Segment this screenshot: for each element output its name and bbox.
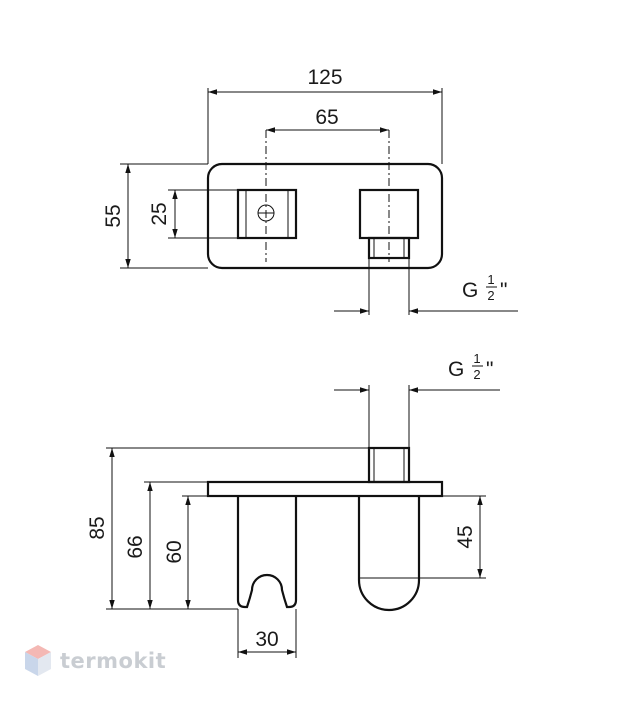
thread-label-side: G 1 2 "	[448, 351, 493, 382]
dim-outlet-depth: 45	[454, 525, 477, 548]
dim-holder-height: 25	[148, 202, 171, 225]
top-holder-block	[236, 188, 298, 240]
svg-text:2: 2	[487, 288, 494, 303]
dim-plate-to-holder: 66	[124, 535, 147, 558]
top-plate-outline	[206, 162, 444, 270]
svg-text:1: 1	[487, 272, 494, 287]
dim-total-depth: 85	[86, 516, 109, 539]
svg-text:": "	[500, 279, 507, 302]
watermark: termokit	[24, 644, 166, 678]
side-view: G 1 2 " 85 66 60 45 30	[86, 351, 500, 658]
cube-logo-icon	[25, 645, 51, 676]
thread-label-top: G 1 2 "	[462, 272, 507, 303]
side-outlet-body	[357, 496, 421, 612]
watermark-text: termokit	[60, 649, 167, 673]
svg-text:1: 1	[473, 351, 480, 366]
side-holder-body	[236, 496, 298, 609]
svg-text:": "	[486, 358, 493, 381]
svg-text:G: G	[462, 279, 478, 302]
svg-text:G: G	[448, 358, 464, 381]
dim-overall-width: 125	[307, 66, 342, 89]
svg-text:2: 2	[473, 367, 480, 382]
dim-center-spacing: 65	[315, 106, 338, 129]
dim-holder-depth: 60	[163, 540, 186, 563]
top-view: 125 65 55 25 G 1 2 "	[102, 66, 518, 315]
side-plate	[206, 480, 444, 498]
dim-plate-height: 55	[102, 204, 125, 227]
side-outlet-stub	[367, 446, 411, 484]
dim-holder-width: 30	[255, 628, 278, 651]
